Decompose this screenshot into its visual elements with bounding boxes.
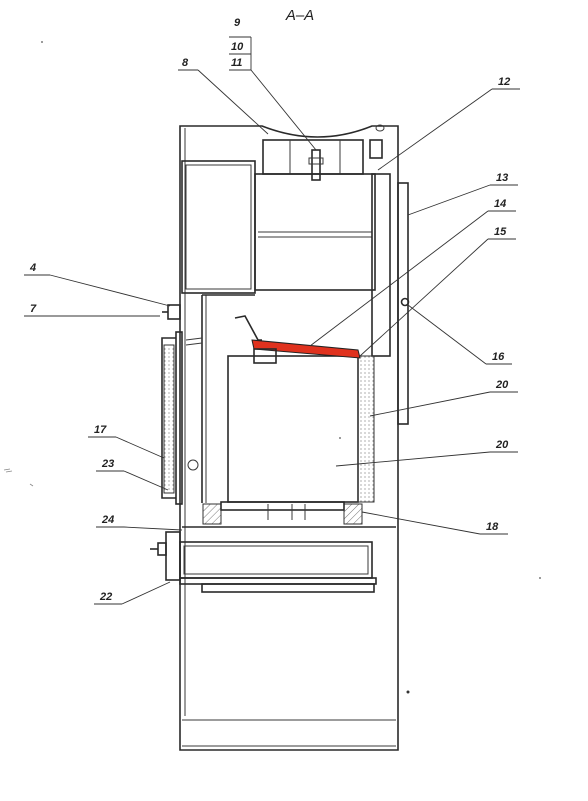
label-20-top: 20 xyxy=(495,379,509,391)
label-20-bottom: 20 xyxy=(495,439,509,451)
leader-lines xyxy=(24,36,520,605)
label-16: 16 xyxy=(492,351,505,363)
side-plate xyxy=(397,182,410,694)
storage-box xyxy=(181,160,256,294)
label-23: 23 xyxy=(101,458,114,470)
label-18: 18 xyxy=(486,521,499,533)
section-title: A–A xyxy=(285,7,314,24)
label-7: 7 xyxy=(30,303,37,315)
scan-marks xyxy=(3,41,541,579)
baffle-plate xyxy=(234,315,361,364)
label-13: 13 xyxy=(496,172,508,184)
label-9: 9 xyxy=(234,17,241,29)
label-14: 14 xyxy=(494,198,506,210)
label-4: 4 xyxy=(29,262,36,274)
firebox xyxy=(185,294,375,503)
callout-labels: 9 10 11 8 12 13 14 15 4 7 16 20 20 17 23… xyxy=(29,17,510,603)
label-12: 12 xyxy=(498,76,510,88)
grate xyxy=(182,501,396,528)
label-24: 24 xyxy=(101,514,114,526)
label-11: 11 xyxy=(231,57,242,69)
label-10: 10 xyxy=(231,41,244,53)
label-17: 17 xyxy=(94,424,107,436)
ash-drawer xyxy=(150,531,377,593)
label-22: 22 xyxy=(99,591,112,603)
label-15: 15 xyxy=(494,226,507,238)
stove-body xyxy=(179,124,399,751)
loading-door xyxy=(161,304,183,505)
label-8: 8 xyxy=(182,57,189,69)
heat-exchanger xyxy=(254,173,391,357)
